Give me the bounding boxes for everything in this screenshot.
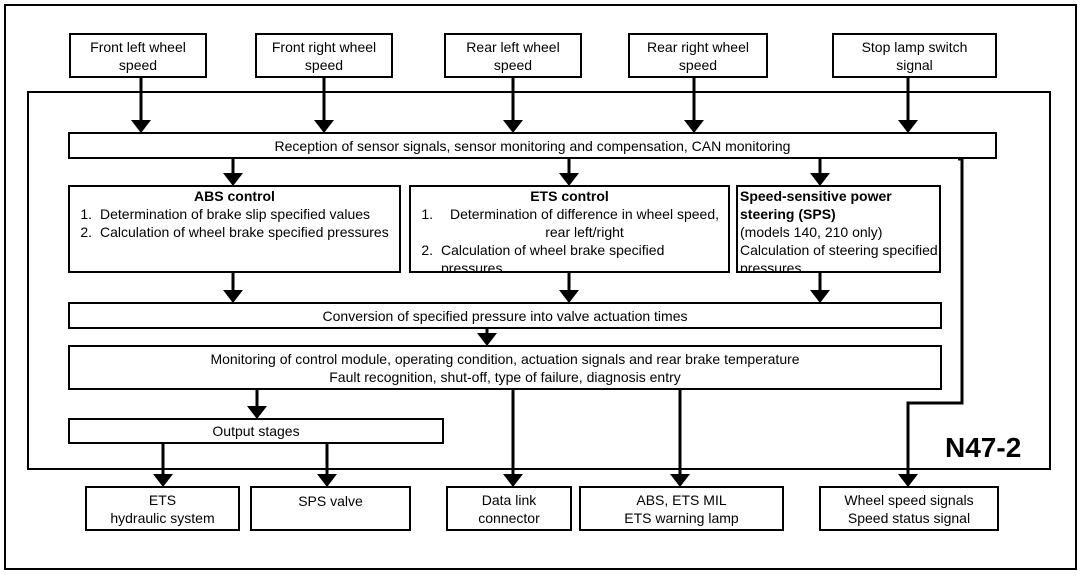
input-rear-right-line1: Rear right wheel [647, 38, 749, 55]
reception-box: Reception of sensor signals, sensor moni… [68, 132, 997, 159]
abs-item-1-text: Determination of brake slip specified va… [100, 206, 371, 222]
output-abs-ets-mil: ABS, ETS MIL ETS warning lamp [579, 486, 784, 531]
abs-control-box: ABS control 1. Determination of brake sl… [68, 185, 401, 273]
output-mil-line1: ABS, ETS MIL [636, 491, 727, 508]
line-reception-to-wheel-speed-signals [906, 157, 964, 478]
arrow-front-right-head [314, 120, 334, 133]
output-stages-box: Output stages [68, 418, 444, 444]
monitoring-box: Monitoring of control module, operating … [68, 345, 942, 390]
arrow-stop-lamp-head [898, 120, 918, 133]
conversion-label: Conversion of specified pressure into va… [322, 307, 688, 324]
control-module-boundary [27, 91, 1051, 470]
input-front-left-line1: Front left wheel [90, 38, 186, 55]
ets-item-2: 2. Calculation of wheel brake specified … [411, 241, 728, 273]
output-data-link-connector: Data link connector [446, 486, 572, 531]
input-rear-right-line2: speed [678, 56, 718, 73]
abs-item-2-text: Calculation of wheel brake specified pre… [100, 224, 389, 240]
arrow-reception-to-ets-head [559, 173, 579, 186]
input-front-right-line1: Front right wheel [271, 38, 377, 55]
sps-control-title: Speed-sensitive power steering (SPS) [740, 188, 892, 222]
ets-item-2-text: Calculation of wheel brake specified pre… [441, 242, 665, 273]
module-id-label: N47-2 [945, 432, 1022, 463]
arrow-monitoring-to-mil-head [670, 474, 690, 487]
arrow-output-stages-to-ets-head [153, 474, 173, 487]
arrow-conversion-to-monitoring-head [477, 333, 497, 346]
arrow-ets-to-conversion-head [559, 290, 579, 303]
input-rear-left-wheel-speed: Rear left wheel speed [444, 33, 582, 78]
ets-item-2-num: 2. [421, 242, 433, 258]
monitoring-line2: Fault recognition, shut-off, type of fai… [329, 368, 681, 385]
output-data-link-line2: connector [478, 509, 540, 526]
output-sps-valve-label: SPS valve [298, 493, 363, 509]
input-front-left-wheel-speed: Front left wheel speed [69, 33, 207, 78]
arrow-abs-to-conversion-head [223, 290, 243, 303]
monitoring-line1: Monitoring of control module, operating … [210, 350, 800, 367]
input-stop-lamp-switch-signal: Stop lamp switch signal [832, 33, 997, 78]
output-wheel-speed-line2: Speed status signal [847, 509, 971, 526]
output-wheel-speed-line1: Wheel speed signals [844, 491, 974, 508]
arrow-monitoring-to-data-link-head [503, 474, 523, 487]
output-ets-hydraulic-line1: ETS [148, 491, 177, 508]
abs-control-title: ABS control [194, 188, 275, 204]
reception-label: Reception of sensor signals, sensor moni… [274, 137, 791, 154]
arrow-monitoring-to-output-stages-head [247, 406, 267, 419]
diagram-frame [4, 4, 1077, 570]
arrow-front-left-head [131, 120, 151, 133]
sps-calculation-text: Calculation of steering specified pressu… [740, 242, 938, 273]
arrow-rear-right-head [684, 120, 704, 133]
abs-item-2: 2. Calculation of wheel brake specified … [70, 223, 399, 241]
abs-item-2-num: 2. [80, 224, 92, 240]
output-ets-hydraulic-system: ETS hydraulic system [85, 486, 240, 531]
arrow-sps-to-conversion-head [810, 290, 830, 303]
ets-control-box: ETS control 1. Determination of differen… [409, 185, 730, 273]
abs-item-1-num: 1. [80, 206, 92, 222]
input-rear-left-line2: speed [493, 56, 533, 73]
arrow-output-stages-to-sps-head [317, 474, 337, 487]
ets-item-1: 1. Determination of difference in wheel … [411, 205, 728, 241]
output-stages-label: Output stages [212, 423, 300, 439]
arrow-reception-to-abs-head [223, 173, 243, 186]
arrow-rear-left-head [503, 120, 523, 133]
sps-models-note: (models 140, 210 only) [740, 224, 883, 240]
output-ets-hydraulic-line2: hydraulic system [110, 509, 215, 526]
input-front-left-line2: speed [118, 56, 158, 73]
output-mil-line2: ETS warning lamp [624, 509, 739, 526]
ets-item-1-num: 1. [421, 206, 433, 222]
output-wheel-speed-signals: Wheel speed signals Speed status signal [819, 486, 999, 531]
arrow-to-wheel-speed-head [898, 474, 918, 487]
ets-control-title: ETS control [530, 188, 609, 204]
output-sps-valve: SPS valve [250, 486, 411, 531]
input-rear-left-line1: Rear left wheel [466, 38, 560, 55]
input-front-right-line2: speed [304, 56, 344, 73]
arrow-reception-to-sps-head [810, 173, 830, 186]
input-stop-lamp-line2: signal [896, 56, 933, 73]
input-stop-lamp-line1: Stop lamp switch [861, 38, 968, 55]
abs-item-1: 1. Determination of brake slip specified… [70, 205, 399, 223]
input-front-right-wheel-speed: Front right wheel speed [255, 33, 393, 78]
sps-control-box: Speed-sensitive power steering (SPS) (mo… [736, 185, 941, 273]
conversion-box: Conversion of specified pressure into va… [68, 302, 942, 329]
output-data-link-line1: Data link [481, 491, 537, 508]
ets-item-1-text: Determination of difference in wheel spe… [449, 206, 719, 240]
input-rear-right-wheel-speed: Rear right wheel speed [628, 33, 768, 78]
